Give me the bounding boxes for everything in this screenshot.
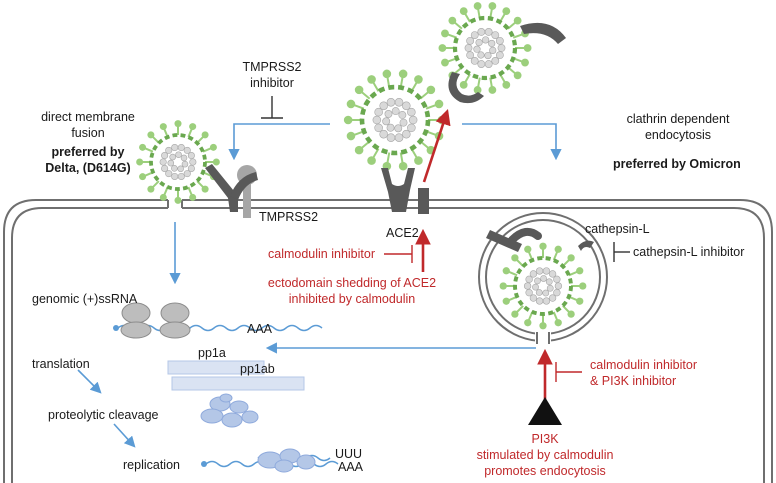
replication-complex	[257, 448, 316, 473]
shedding-line2: inhibited by calmodulin	[288, 292, 416, 306]
virus-fusion	[136, 120, 220, 204]
preferred-delta-line1: preferred by	[51, 145, 125, 159]
ribosome-1	[120, 302, 152, 339]
direct-fusion-line2: fusion	[71, 126, 105, 140]
aaa-top-label: AAA	[247, 322, 273, 336]
ribosome-2	[159, 302, 191, 339]
direct-fusion-label: direct membrane fusion preferred by Delt…	[18, 109, 158, 176]
virus-exit	[438, 2, 566, 104]
endosome	[478, 212, 608, 344]
shedding-line1: ectodomain shedding of ACE2	[267, 276, 437, 290]
arrow-cleavage	[113, 423, 136, 448]
tmprss2-inhibitor-line1: TMPRSS2	[242, 60, 302, 74]
ace2-label: ACE2	[386, 226, 419, 240]
cathepsin-l-protein	[578, 240, 594, 251]
tmprss2-receptor	[205, 164, 258, 218]
calmodulin-inhibitor-top-label: calmodulin inhibitor	[268, 247, 376, 261]
pi3k-inhibition	[555, 362, 582, 382]
cell-membrane-inner	[11, 207, 765, 483]
tmprss2-label: TMPRSS2	[259, 210, 319, 224]
clathrin-label: clathrin dependent endocytosis	[608, 111, 748, 143]
calmodulin-pi3k-line2: & PI3K inhibitor	[590, 374, 677, 388]
pp1a-label: pp1a	[198, 346, 226, 360]
cathepsin-l-label: cathepsin-L	[585, 222, 650, 236]
replication-label: replication	[123, 458, 180, 472]
cell-membrane-outer	[3, 199, 773, 483]
direct-fusion-line1: direct membrane	[41, 110, 135, 124]
pi3k-triangle	[528, 397, 562, 425]
aaa-bottom-label: AAA	[338, 460, 364, 474]
calmodulin-pi3k-line1: calmodulin inhibitor	[590, 358, 698, 372]
cleaved-proteins	[200, 393, 259, 428]
translation-label: translation	[32, 357, 90, 371]
pp1ab-label: pp1ab	[240, 362, 275, 376]
preferred-omicron-label: preferred by Omicron	[613, 157, 741, 171]
arrow-to-fusion	[228, 123, 330, 161]
rna-top	[117, 324, 323, 332]
pi3k-line2: stimulated by calmodulin	[476, 448, 614, 462]
tmprss2-inhibitor-line2: inhibitor	[250, 76, 294, 90]
pi3k-line1: PI3K	[531, 432, 559, 446]
clathrin-line2: endocytosis	[644, 128, 711, 142]
proteolytic-label: proteolytic cleavage	[48, 408, 159, 422]
tmprss2-inhibition	[261, 96, 283, 119]
genomic-rna-label: genomic (+)ssRNA	[32, 292, 138, 306]
virus-center	[343, 69, 447, 171]
uuu-label: UUU	[335, 447, 363, 461]
cathepsin-receptor	[486, 230, 522, 252]
pi3k-line3: promotes endocytosis	[484, 464, 606, 478]
pp1ab-bar	[171, 376, 305, 391]
arrow-virus-exit	[422, 109, 451, 183]
arrow-to-endocytosis	[462, 123, 562, 161]
arrow-translation	[77, 369, 102, 394]
cathepsin-l-inhibitor-label: cathepsin-L inhibitor	[633, 245, 745, 259]
pp1a-bar	[167, 360, 265, 375]
clathrin-line1: clathrin dependent	[626, 112, 730, 126]
calmodulin-inhibition-top	[384, 245, 413, 263]
tmprss2-inhibitor-label: TMPRSS2 inhibitor	[241, 59, 303, 91]
shedding-label: ectodomain shedding of ACE2 inhibited by…	[262, 275, 442, 307]
virus-endosome	[499, 242, 587, 330]
calmodulin-pi3k-label: calmodulin inhibitor & PI3K inhibitor	[590, 357, 697, 389]
pi3k-label: PI3K stimulated by calmodulin promotes e…	[462, 431, 628, 479]
cathepsin-inhibition	[613, 242, 630, 262]
preferred-delta-line2: Delta, (D614G)	[45, 161, 131, 175]
ace2-receptor	[381, 168, 429, 214]
